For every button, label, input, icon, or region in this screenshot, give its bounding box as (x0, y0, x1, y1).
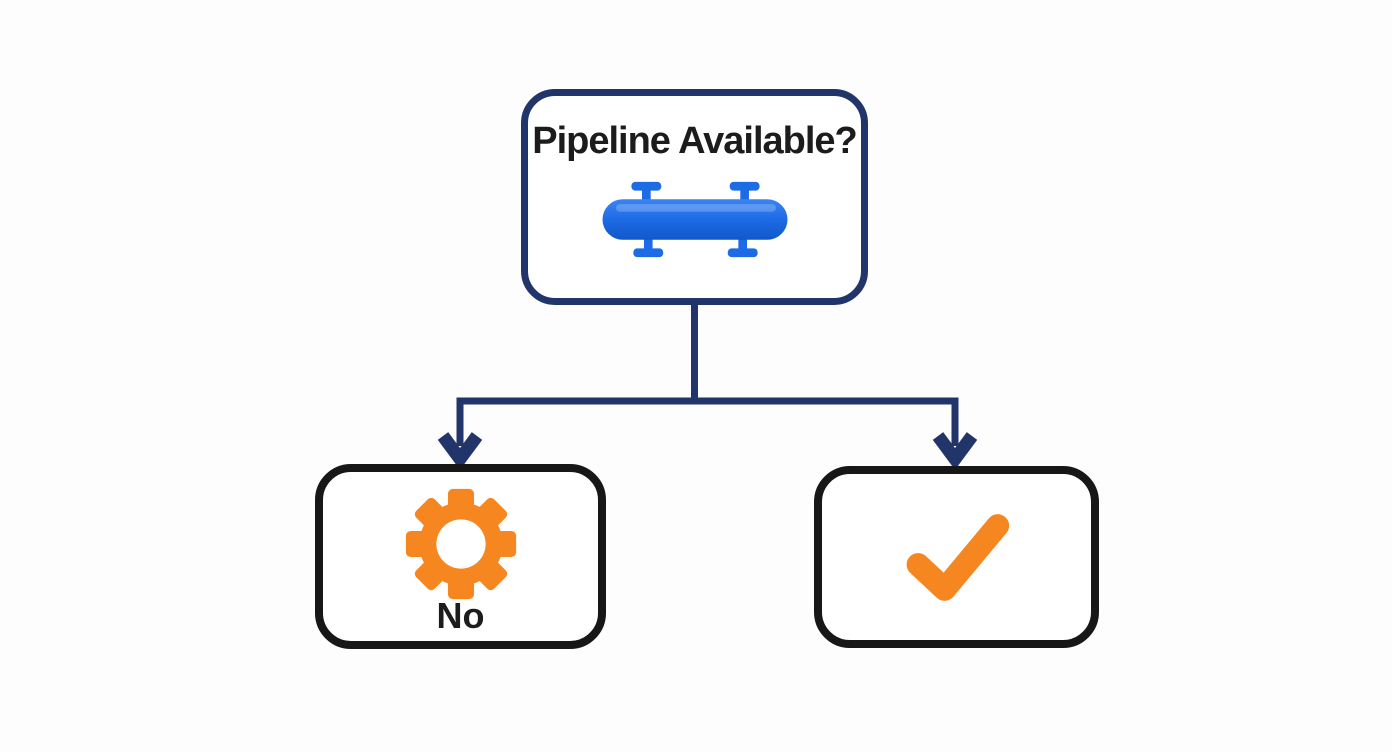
pipe-highlight (615, 203, 776, 212)
pipe-body (601, 198, 788, 240)
arrow-down-icon (437, 432, 483, 470)
outcome-no-label: No (436, 594, 485, 636)
decision-node-pipeline-available: Pipeline Available? (521, 89, 868, 305)
checkmark-icon (906, 513, 1009, 601)
pipe-flange-bottom-left (632, 234, 663, 257)
pipe-flange-top-left (630, 181, 661, 204)
outcome-node-no: No (315, 464, 606, 649)
pipe-flange-bottom-right (727, 234, 758, 257)
pipe-flange-top-right (729, 181, 760, 204)
arrow-down-icon (932, 432, 978, 470)
gear-icon (405, 488, 516, 599)
connector-path (456, 302, 959, 446)
outcome-node-yes (814, 466, 1099, 648)
decision-label: Pipeline Available? (532, 120, 858, 162)
pipeline-icon (601, 181, 788, 257)
